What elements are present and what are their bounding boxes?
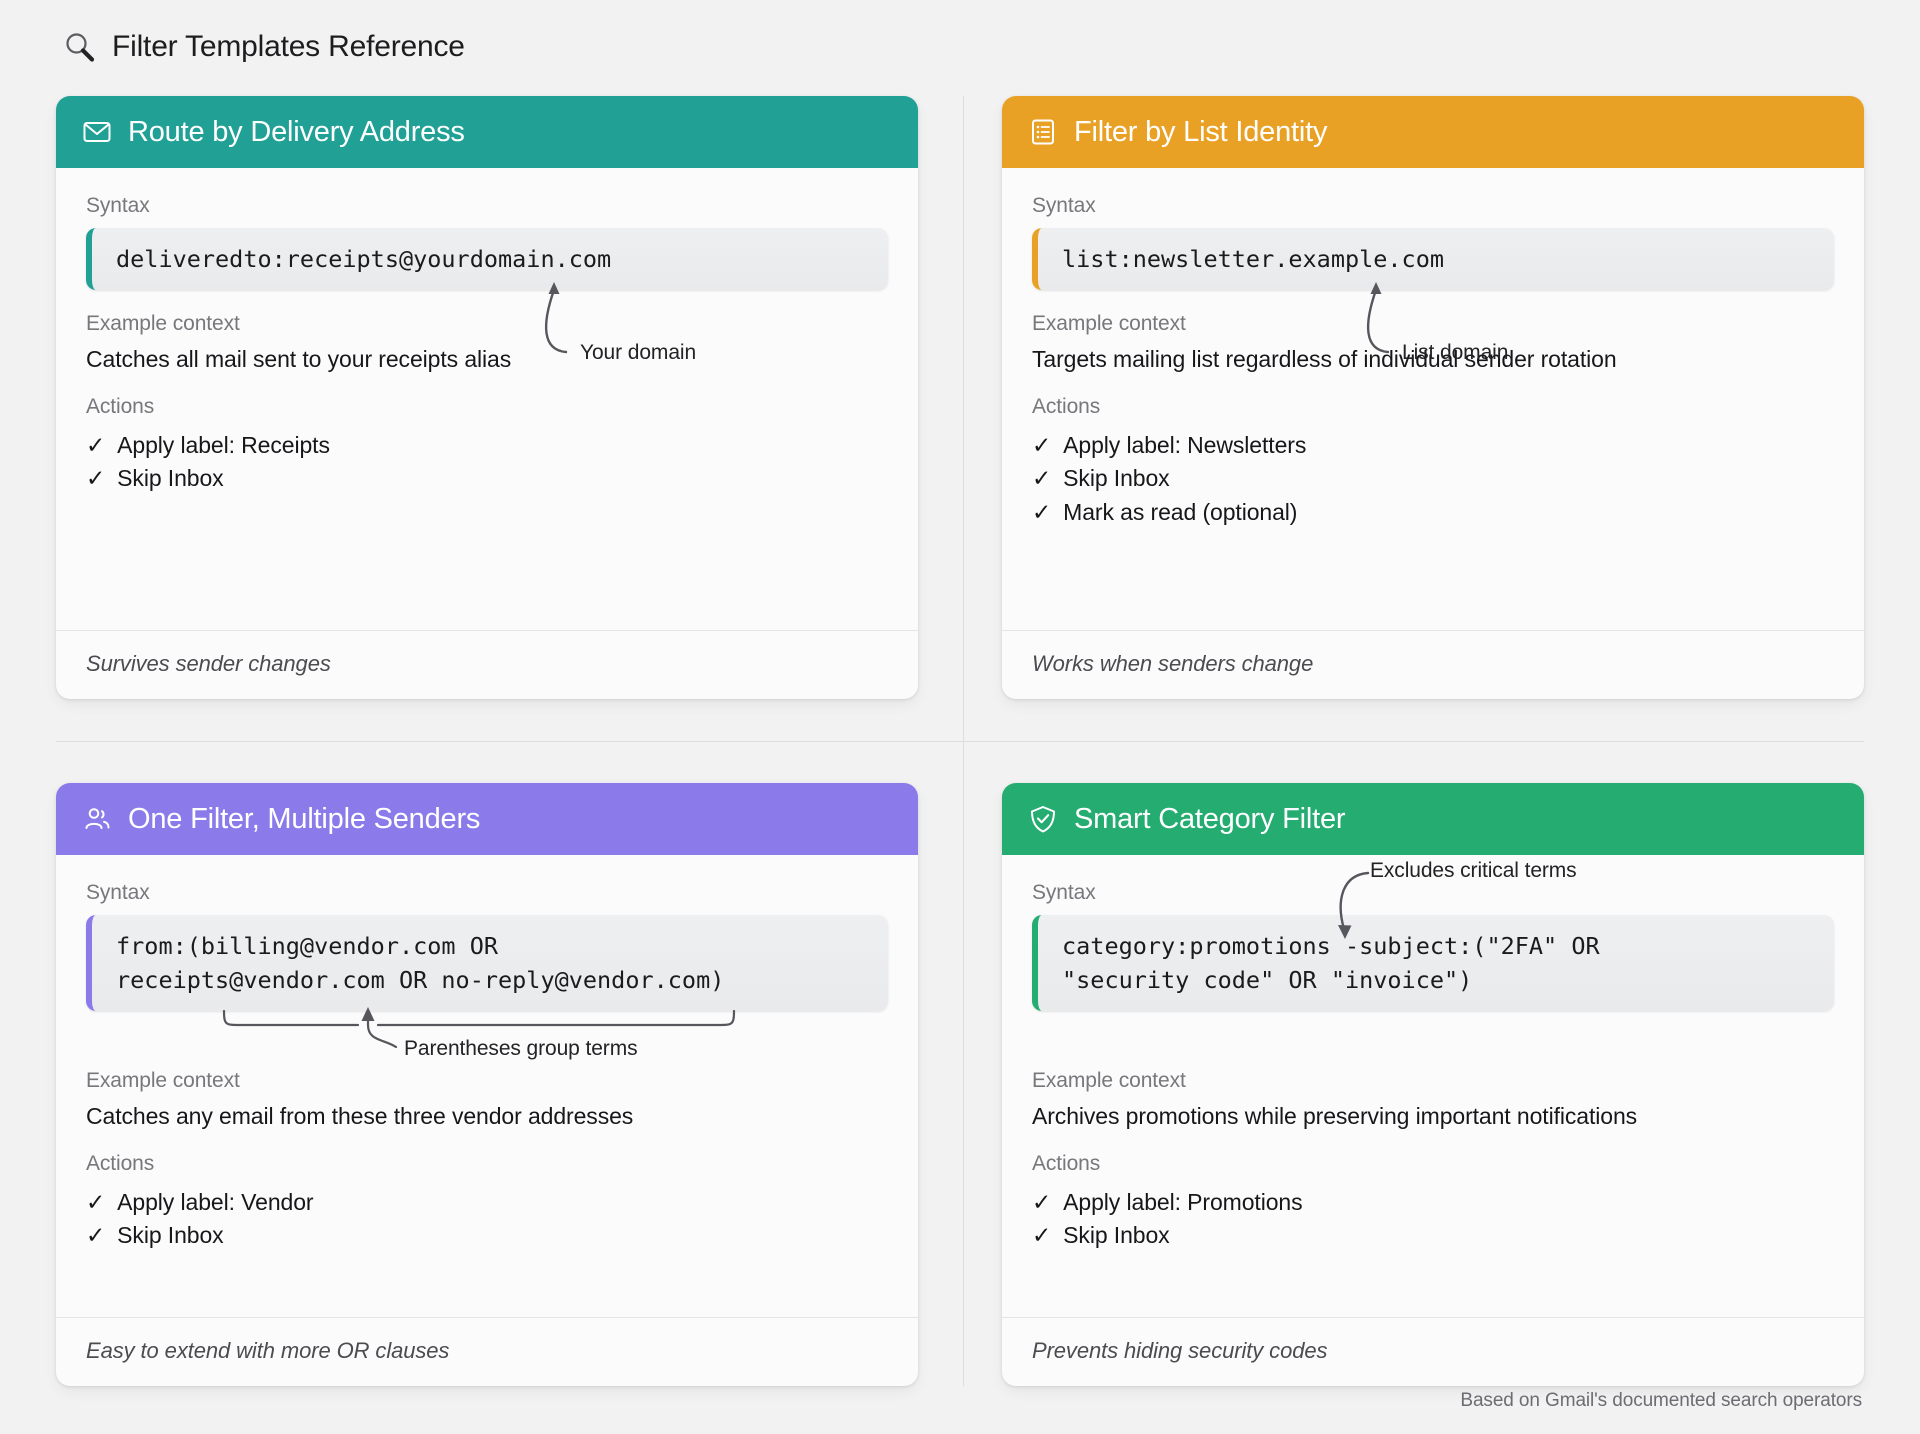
card-body: Syntax from:(billing@vendor.com OR recei… [56, 855, 918, 1317]
syntax-label: Syntax [1032, 881, 1096, 904]
syntax-label: Syntax [86, 881, 150, 904]
check-icon: ✓ [1032, 1222, 1052, 1249]
card-header: One Filter, Multiple Senders [56, 783, 918, 855]
actions-list: ✓ Apply label: Promotions ✓ Skip Inbox [1032, 1186, 1834, 1253]
syntax-block-wrap: category:promotions -subject:("2FA" OR "… [1032, 859, 1834, 1012]
action-item: ✓ Skip Inbox [1032, 462, 1834, 495]
card-footer: Works when senders change [1002, 630, 1864, 699]
card-filter-by-list-identity[interactable]: Filter by List Identity Syntax list:news… [1002, 96, 1864, 699]
card-header: Filter by List Identity [1002, 96, 1864, 168]
grid-cell: Smart Category Filter Syntax category:pr… [960, 741, 1864, 1386]
action-label: Skip Inbox [117, 1222, 224, 1249]
syntax-label: Syntax [1032, 194, 1096, 217]
card-footer: Prevents hiding security codes [1002, 1317, 1864, 1386]
syntax-block-wrap: deliveredto:receipts@yourdomain.com Your… [86, 228, 888, 364]
search-icon [62, 30, 96, 64]
action-label: Mark as read (optional) [1063, 498, 1298, 525]
check-icon: ✓ [1032, 432, 1052, 459]
annotation-label: Your domain [580, 341, 697, 364]
annotation-label: List domain [1402, 341, 1509, 364]
action-item: ✓ Apply label: Promotions [1032, 1186, 1834, 1219]
actions-list: ✓ Apply label: Vendor ✓ Skip Inbox [86, 1186, 888, 1253]
check-icon: ✓ [1032, 465, 1052, 492]
check-icon: ✓ [86, 1222, 106, 1249]
check-icon: ✓ [86, 1189, 106, 1216]
example-context-text: Catches all mail sent to your receipts a… [86, 346, 512, 373]
actions-label: Actions [86, 395, 155, 419]
example-context-label: Example context [1032, 1069, 1186, 1093]
card-footer: Easy to extend with more OR clauses [56, 1317, 918, 1386]
syntax-block-wrap: from:(billing@vendor.com OR receipts@ven… [86, 915, 888, 1060]
list-document-icon [1028, 117, 1058, 147]
users-icon [82, 804, 112, 834]
card-body: Syntax deliveredto:receipts@yourdomain.c… [56, 168, 918, 630]
syntax-code[interactable]: category:promotions -subject:("2FA" OR "… [1032, 915, 1834, 1012]
envelope-icon [82, 117, 112, 147]
card-title: Route by Delivery Address [128, 115, 465, 148]
syntax-code[interactable]: list:newsletter.example.com [1032, 228, 1834, 291]
card-body: Syntax list:newsletter.example.com List … [1002, 168, 1864, 630]
check-icon: ✓ [1032, 1189, 1052, 1216]
action-label: Skip Inbox [117, 465, 224, 492]
action-label: Skip Inbox [1063, 465, 1170, 492]
example-context-text: Catches any email from these three vendo… [86, 1103, 634, 1130]
action-item: ✓ Skip Inbox [86, 462, 888, 495]
card-smart-category-filter[interactable]: Smart Category Filter Syntax category:pr… [1002, 783, 1864, 1386]
example-context-label: Example context [86, 312, 240, 336]
card-footer: Survives sender changes [56, 630, 918, 699]
action-label: Apply label: Vendor [117, 1189, 314, 1216]
action-item: ✓ Apply label: Receipts [86, 429, 888, 462]
actions-label: Actions [1032, 1152, 1101, 1176]
actions-list: ✓ Apply label: Receipts ✓ Skip Inbox [86, 429, 888, 496]
annotation-label: Excludes critical terms [1370, 859, 1577, 882]
syntax-code[interactable]: from:(billing@vendor.com OR receipts@ven… [86, 915, 888, 1012]
check-icon: ✓ [1032, 498, 1052, 525]
card-title: Filter by List Identity [1074, 115, 1328, 148]
action-label: Apply label: Newsletters [1063, 432, 1307, 459]
example-context-label: Example context [1032, 312, 1186, 336]
action-item: ✓ Apply label: Vendor [86, 1186, 888, 1219]
row-divider [56, 741, 1864, 742]
footnote: Based on Gmail's documented search opera… [1460, 1390, 1862, 1411]
example-context-text: Targets mailing list regardless of indiv… [1032, 346, 1617, 373]
card-route-by-delivery-address[interactable]: Route by Delivery Address Syntax deliver… [56, 96, 918, 699]
action-item: ✓ Skip Inbox [1032, 1219, 1834, 1252]
syntax-label: Syntax [86, 194, 150, 217]
example-context-label: Example context [86, 1069, 240, 1093]
check-icon: ✓ [86, 465, 106, 492]
card-header: Smart Category Filter [1002, 783, 1864, 855]
actions-list: ✓ Apply label: Newsletters ✓ Skip Inbox ✓ M… [1032, 429, 1834, 529]
templates-grid: Route by Delivery Address Syntax deliver… [56, 96, 1864, 1386]
card-title: One Filter, Multiple Senders [128, 802, 481, 835]
action-label: Apply label: Promotions [1063, 1189, 1303, 1216]
page-title: Filter Templates Reference [112, 30, 465, 63]
actions-label: Actions [1032, 395, 1101, 419]
card-body: Syntax category:promotions -subject:("2F… [1002, 855, 1864, 1317]
page-header: Filter Templates Reference [62, 30, 465, 64]
shield-check-icon [1028, 804, 1058, 834]
grid-cell: Filter by List Identity Syntax list:news… [960, 96, 1864, 741]
annotation-label: Parentheses group terms [404, 1037, 638, 1060]
action-item: ✓ Skip Inbox [86, 1219, 888, 1252]
check-icon: ✓ [86, 432, 106, 459]
action-item: ✓ Mark as read (optional) [1032, 496, 1834, 529]
action-label: Skip Inbox [1063, 1222, 1170, 1249]
card-header: Route by Delivery Address [56, 96, 918, 168]
grid-cell: Route by Delivery Address Syntax deliver… [56, 96, 960, 741]
example-context-text: Archives promotions while preserving imp… [1032, 1103, 1638, 1130]
card-title: Smart Category Filter [1074, 802, 1346, 835]
action-label: Apply label: Receipts [117, 432, 330, 459]
syntax-block-wrap: list:newsletter.example.com List domain [1032, 228, 1834, 364]
syntax-code[interactable]: deliveredto:receipts@yourdomain.com [86, 228, 888, 291]
actions-label: Actions [86, 1152, 155, 1176]
card-one-filter-multiple-senders[interactable]: One Filter, Multiple Senders Syntax from… [56, 783, 918, 1386]
grid-cell: One Filter, Multiple Senders Syntax from… [56, 741, 960, 1386]
action-item: ✓ Apply label: Newsletters [1032, 429, 1834, 462]
